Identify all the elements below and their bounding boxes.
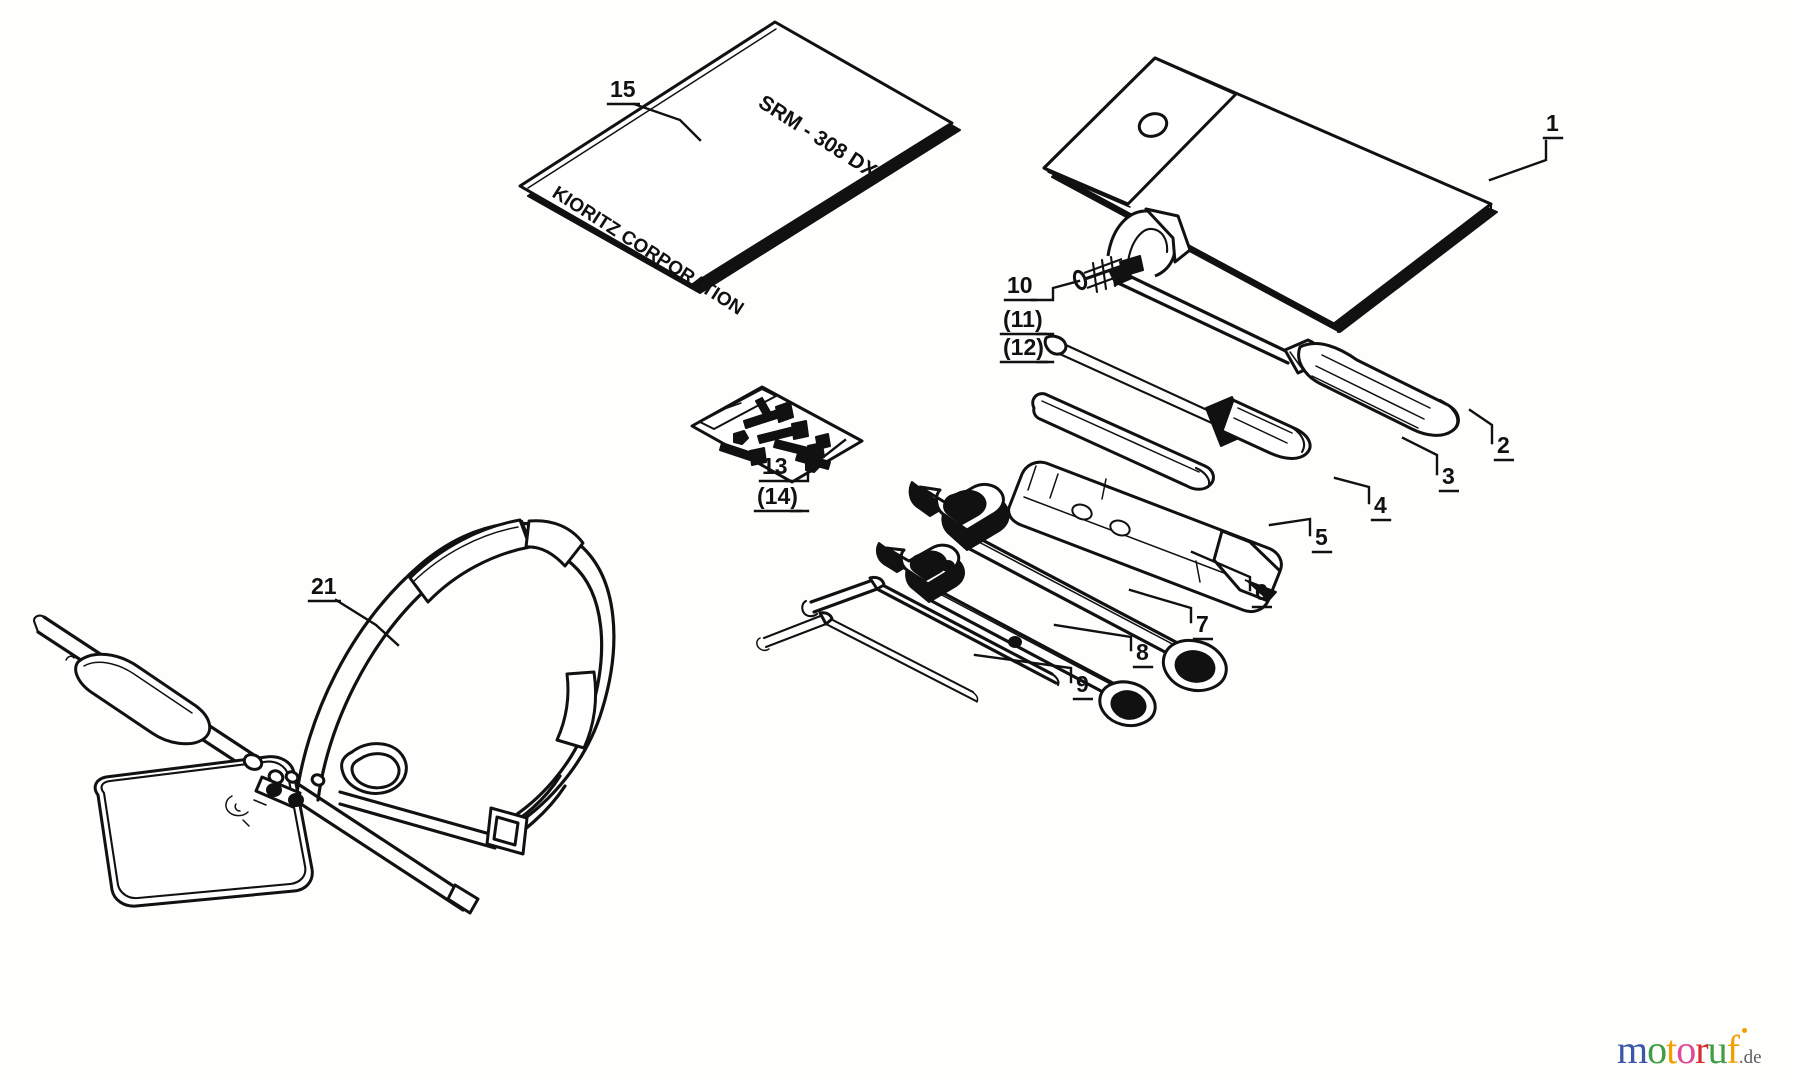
callout-number: (14) [757,483,798,509]
callout-leader-line [1333,476,1371,505]
watermark-letter: f [1726,1027,1740,1072]
callout-number: 3 [1442,463,1455,489]
callout-4: 4 [1333,476,1392,522]
callout-leader-line [1190,550,1252,592]
callout-2: 2 [1468,408,1514,462]
callout-number: (12) [1003,334,1044,360]
callout-leader-line [632,102,702,142]
part-bar-wrench-rod [1031,392,1215,491]
callout-number: 7 [1196,611,1209,637]
callout-leader-line [973,653,1073,684]
callout-number: 8 [1136,639,1149,665]
callout-8: 8 [1053,623,1154,669]
callout-number: 13 [762,453,788,479]
callout-leader-line [1468,408,1494,445]
part-hex-key-large [801,575,1060,687]
callout-14: (14) [753,483,810,513]
part-phillips-screwdriver [1109,265,1460,437]
callout-6: 6 [1190,550,1272,609]
watermark-letter: u [1707,1027,1728,1072]
callout-leader-line [1268,517,1312,537]
callout-leader-line [1053,623,1133,652]
callout-number: 4 [1374,492,1387,518]
part-owners-manual: SRM - 308 DX KIORITZ CORPORATION [518,20,961,320]
part-combination-wrench-small [875,542,1157,728]
callout-number: 5 [1315,524,1328,550]
callout-7: 7 [1128,588,1213,641]
callout-leader-line [1401,436,1439,476]
callout-15: 15 [606,76,702,142]
callout-number: 6 [1255,579,1268,605]
part-hex-key-small [756,611,979,703]
callout-number: 2 [1497,432,1510,458]
watermark-suffix: .de [1738,1047,1762,1068]
callout-leader-line [785,438,847,483]
callout-11: (11) [999,306,1055,336]
callout-leader-line [1128,588,1193,624]
watermark-motoruf: motoruf.de [1617,1026,1762,1073]
callout-5: 5 [1268,517,1333,554]
part-flat-screwdriver [1043,334,1312,460]
callout-12: (12) [999,334,1055,364]
callout-number: 9 [1076,671,1089,697]
watermark-dot [1742,1028,1747,1033]
callout-10: 10 [1003,272,1081,302]
part-fastener-kit-bag [690,385,864,484]
callout-leader-line [334,598,400,647]
callout-9: 9 [973,653,1093,701]
watermark-letter: o [1676,1027,1696,1072]
part-combination-wrench-large [908,481,1228,692]
callout-number: 15 [610,76,636,102]
watermark-letter: m [1617,1027,1648,1072]
part-blade-clip [1072,207,1192,294]
callout-number: (11) [1003,306,1043,332]
part-tool-pouch [1042,56,1498,334]
watermark-letter: o [1647,1027,1667,1072]
watermark-letter: t [1666,1027,1677,1072]
callout-number: 10 [1007,272,1033,298]
callout-number: 21 [311,573,337,599]
callout-layer: 1 2 3 4 5 6 7 8 9 10 (11)(12) 13 (14) 15 21 [307,76,1564,701]
callout-13: 13 [758,438,847,483]
part-spark-plug-socket-wrench [1007,460,1283,614]
callout-21: 21 [307,573,400,647]
part-shoulder-harness [32,518,616,915]
callout-number: 1 [1546,110,1559,136]
callout-leader-line [1030,279,1081,302]
watermark-letter: r [1695,1027,1708,1072]
callout-3: 3 [1401,436,1459,493]
callout-leader-line [1488,139,1548,182]
callout-1: 1 [1488,110,1564,182]
